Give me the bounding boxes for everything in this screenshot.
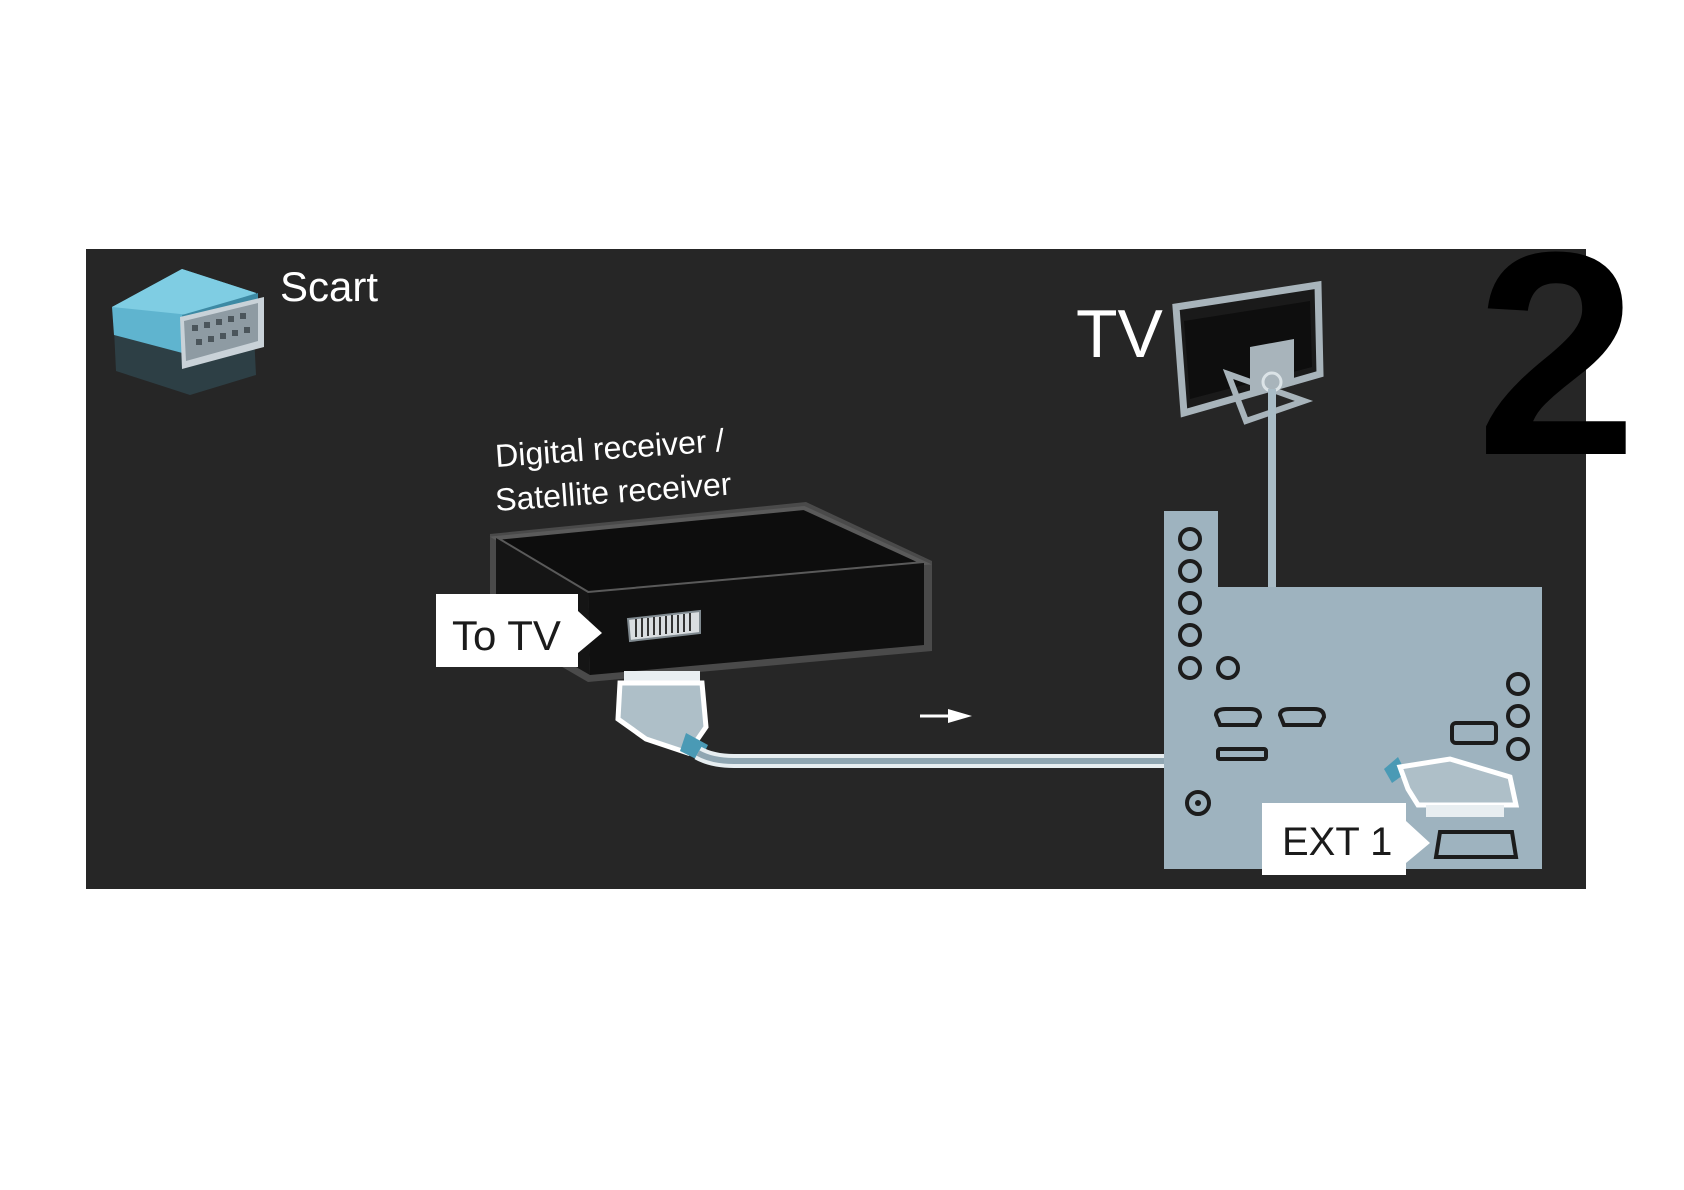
ext1-label: EXT 1 bbox=[1282, 820, 1392, 864]
to-tv-callout: To TV bbox=[436, 594, 602, 667]
diagram-panel: 2 Scart TV bbox=[86, 192, 1637, 889]
to-tv-label: To TV bbox=[452, 612, 561, 659]
connection-diagram: 2 Scart TV bbox=[112, 192, 1637, 875]
step-number: 2 bbox=[1476, 192, 1637, 516]
tv-scart-plug bbox=[1384, 756, 1520, 817]
ext1-callout: EXT 1 bbox=[1262, 803, 1430, 875]
receiver-label-line1: Digital receiver / bbox=[494, 422, 725, 474]
receiver-label-line2: Satellite receiver bbox=[494, 466, 733, 518]
tv-label: TV bbox=[1076, 296, 1164, 372]
receiver-scart-plug bbox=[615, 671, 709, 761]
signal-direction-arrow bbox=[920, 709, 972, 723]
scart-label: Scart bbox=[280, 263, 378, 310]
receiver-box bbox=[489, 502, 932, 682]
scart-connector-icon bbox=[112, 269, 264, 395]
tv-icon bbox=[1172, 280, 1324, 425]
